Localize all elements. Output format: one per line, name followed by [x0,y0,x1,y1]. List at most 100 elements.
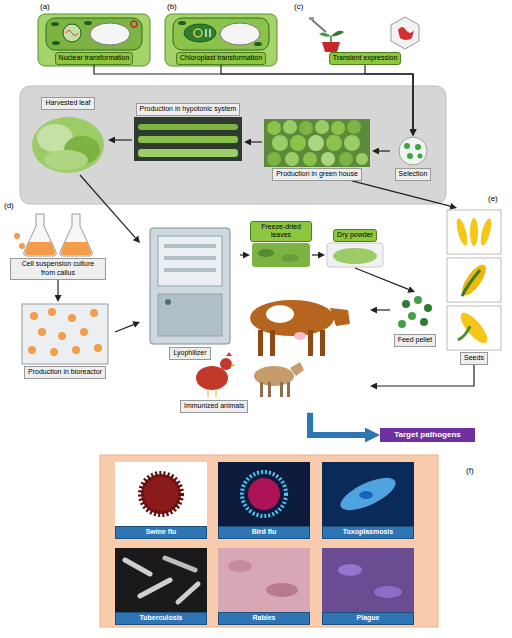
nuclear-cell-panel [46,18,142,50]
chloroplast-cell-panel [173,18,269,50]
nuclear-cell-panel [52,41,60,45]
tuberculosis-picture [115,548,207,612]
node-label: Tuberculosis [115,612,207,625]
target-box: Target pathogens [380,428,475,442]
bird-flu-picture [218,462,310,526]
chloroplast-cell-panel [194,29,202,37]
chicken-figure [231,364,236,367]
selection-dish [404,143,410,149]
swine-flu-picture [115,462,207,526]
picture-area [445,208,503,352]
rabies-picture [228,560,252,572]
cell-culture-flasks [25,242,55,255]
rabies-picture [218,548,310,612]
step-box: Freeze-dried leaves [250,221,312,269]
lyophilizer-machine [165,299,171,305]
cell-culture-flasks [14,233,20,239]
greenhouse-picture [331,121,345,135]
transient-expression-panel [309,17,419,52]
node-label: Bird flu [218,526,310,539]
greenhouse-picture [264,119,370,167]
dry-powder-picture [333,248,377,264]
picture-area [218,462,310,526]
feed-pellet-dots [424,304,432,312]
node-label: Production in bioreactor [24,366,106,379]
bioreactor-picture [80,328,88,336]
chloroplast-cell-panel [254,42,262,46]
flow-arrow [377,309,390,310]
picture-area [15,302,115,366]
bioreactor-picture [72,346,80,354]
picture-area [10,212,106,258]
nuclear-cell-panel [131,21,137,27]
picture-area [180,290,370,400]
goat-figure [268,382,271,397]
flow-arrow [240,254,243,255]
step-box: Lyophilizer [140,225,240,360]
panel-letter: (f) [466,466,474,476]
plague-picture [322,548,414,612]
chloroplast-cell-panel [209,29,211,37]
selection-dish [407,153,413,159]
pathogen-panel [100,455,438,627]
pathogen-panel [100,455,438,627]
goat-figure [287,382,290,397]
feed-pellet-dots [398,320,406,328]
tuberculosis-picture [115,548,207,612]
picture-area [262,118,372,168]
chloroplast-cell-panel [178,21,186,25]
seed-panels [455,217,470,246]
bird-flu-picture [242,472,286,516]
freeze-dried-leaves-picture [252,243,310,267]
seed-panels [458,261,490,299]
chicken-figure [196,366,228,390]
node-label: Harvested leaf [41,97,94,110]
block-arrow [310,413,365,435]
rabies-picture [266,583,298,597]
greenhouse-picture [344,135,360,151]
nuclear-cell-panel [63,24,81,42]
greenhouse-picture [347,120,361,134]
lyophilizer-machine [150,228,230,344]
node-label: Lyophilizer [169,347,210,360]
bioreactor-picture [58,332,66,340]
lyophilizer-machine [150,228,230,344]
chicken-figure [216,389,217,397]
nuclear-cell-panel [38,14,150,66]
node-label: Transient expression [329,52,402,65]
node-label: Cell suspension culture from callus [10,258,106,280]
pathogen-box: Plague [322,548,414,625]
chicken-figure [226,352,232,356]
plague-picture [338,564,362,576]
seed-panels [458,326,470,340]
picture-area [300,18,430,52]
flow-arrow [355,268,409,289]
node-label: Rabies [218,612,310,625]
bioreactor-picture [50,348,58,356]
flow-arrow [94,65,413,129]
nuclear-cell-panel [84,21,92,25]
step-box: Feed pellet [390,292,440,347]
selection-dish [415,144,421,150]
feed-pellet-dots [408,312,416,320]
node-label: Target pathogens [380,428,475,442]
seed-panels [447,306,501,350]
lettuce-picture [44,150,88,170]
seed-panels [447,210,501,350]
pathogen-box: Rabies [218,548,310,625]
picture-area [115,462,207,526]
feed-pellet-dots [420,318,428,326]
node-label: Feed pellet [394,334,437,347]
cow-figure [320,330,325,356]
pathogen-box: Swine flu [115,462,207,539]
node-label: Nuclear transformation [55,52,134,65]
bioreactor-picture [28,346,36,354]
method-panel: Nuclear transformation [38,18,150,65]
transient-expression-panel [331,31,344,37]
chloroplast-cell-panel [205,29,207,37]
flow-arrow [221,65,413,129]
panel-letter: (b) [167,2,177,12]
picture-area [28,110,108,175]
bioreactor-picture [22,304,108,364]
